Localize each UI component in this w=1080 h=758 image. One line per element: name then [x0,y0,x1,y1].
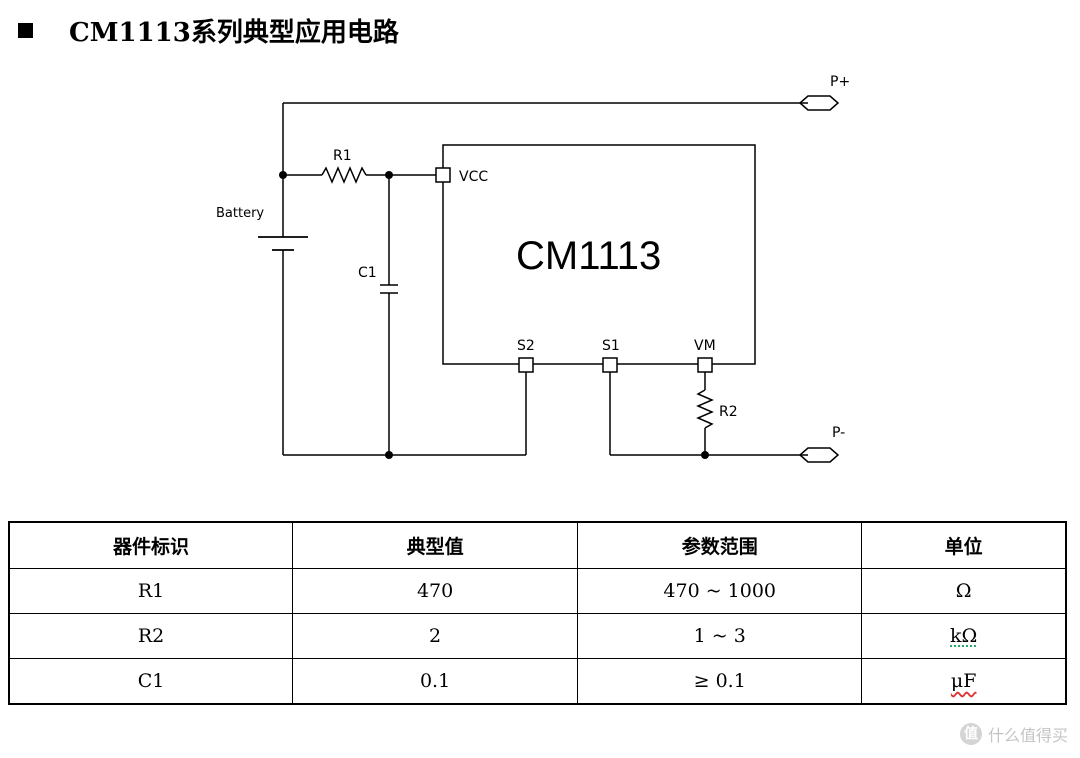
unit-text: μF [950,670,977,692]
label-battery: Battery [216,206,264,221]
cell-range: 470 ~ 1000 [577,568,863,614]
label-c1: C1 [358,265,377,281]
cell-unit: μF [861,658,1067,705]
label-r2: R2 [719,404,738,420]
resistor-r1 [321,166,367,184]
header-parameter-range: 参数范围 [577,521,863,569]
cell-component: R2 [8,613,294,659]
chip-name: CM1113 [516,234,661,278]
table-row: R2 2 1 ~ 3 kΩ [8,613,1067,659]
cell-range: ≥ 0.1 [577,658,863,705]
cell-component: R1 [8,568,294,614]
label-p-plus: P+ [830,74,850,90]
cell-unit: Ω [861,568,1067,614]
pin-s2-square [518,357,534,373]
zhi-badge-icon: 值 [959,723,982,745]
terminal-p-plus [798,95,840,111]
junction-dot [279,171,287,179]
resistor-r2 [696,389,714,429]
label-r1: R1 [333,148,352,164]
watermark: 值 什么值得买 [959,722,1068,746]
parameter-table: 器件标识 典型值 参数范围 单位 R1 470 470 ~ 1000 Ω R2 … [8,521,1067,705]
title-text: CM1113系列典型应用电路 [69,18,399,48]
header-component-id: 器件标识 [8,521,294,569]
label-p-minus: P- [832,425,845,441]
pin-s1-square [602,357,618,373]
table-row: C1 0.1 ≥ 0.1 μF [8,658,1067,705]
header-unit: 单位 [861,521,1067,569]
pin-vcc-square [435,167,451,183]
cell-typical: 0.1 [292,658,579,705]
watermark-text: 什么值得买 [987,726,1068,745]
header-typical-value: 典型值 [292,521,579,569]
cell-typical: 2 [292,613,579,659]
junction-dot [385,451,393,459]
table-row: R1 470 470 ~ 1000 Ω [8,568,1067,614]
pin-vm-square [697,357,713,373]
terminal-p-minus [798,447,840,463]
junction-dot [385,171,393,179]
unit-text: kΩ [950,625,978,647]
label-s1: S1 [602,338,620,354]
label-vm: VM [694,338,716,354]
table-header-row: 器件标识 典型值 参数范围 单位 [8,521,1067,569]
cell-typical: 470 [292,568,579,614]
circuit-diagram: R1 Battery C1 VCC CM1113 S2 S1 VM R2 P+ … [216,74,850,463]
square-bullet-icon [18,23,33,38]
chip-body [442,144,756,365]
page-title: CM1113系列典型应用电路 [18,12,399,49]
cell-unit: kΩ [861,613,1067,659]
cell-component: C1 [8,658,294,705]
junction-dot [701,451,709,459]
label-vcc: VCC [459,169,488,185]
cell-range: 1 ~ 3 [577,613,863,659]
label-s2: S2 [517,338,535,354]
